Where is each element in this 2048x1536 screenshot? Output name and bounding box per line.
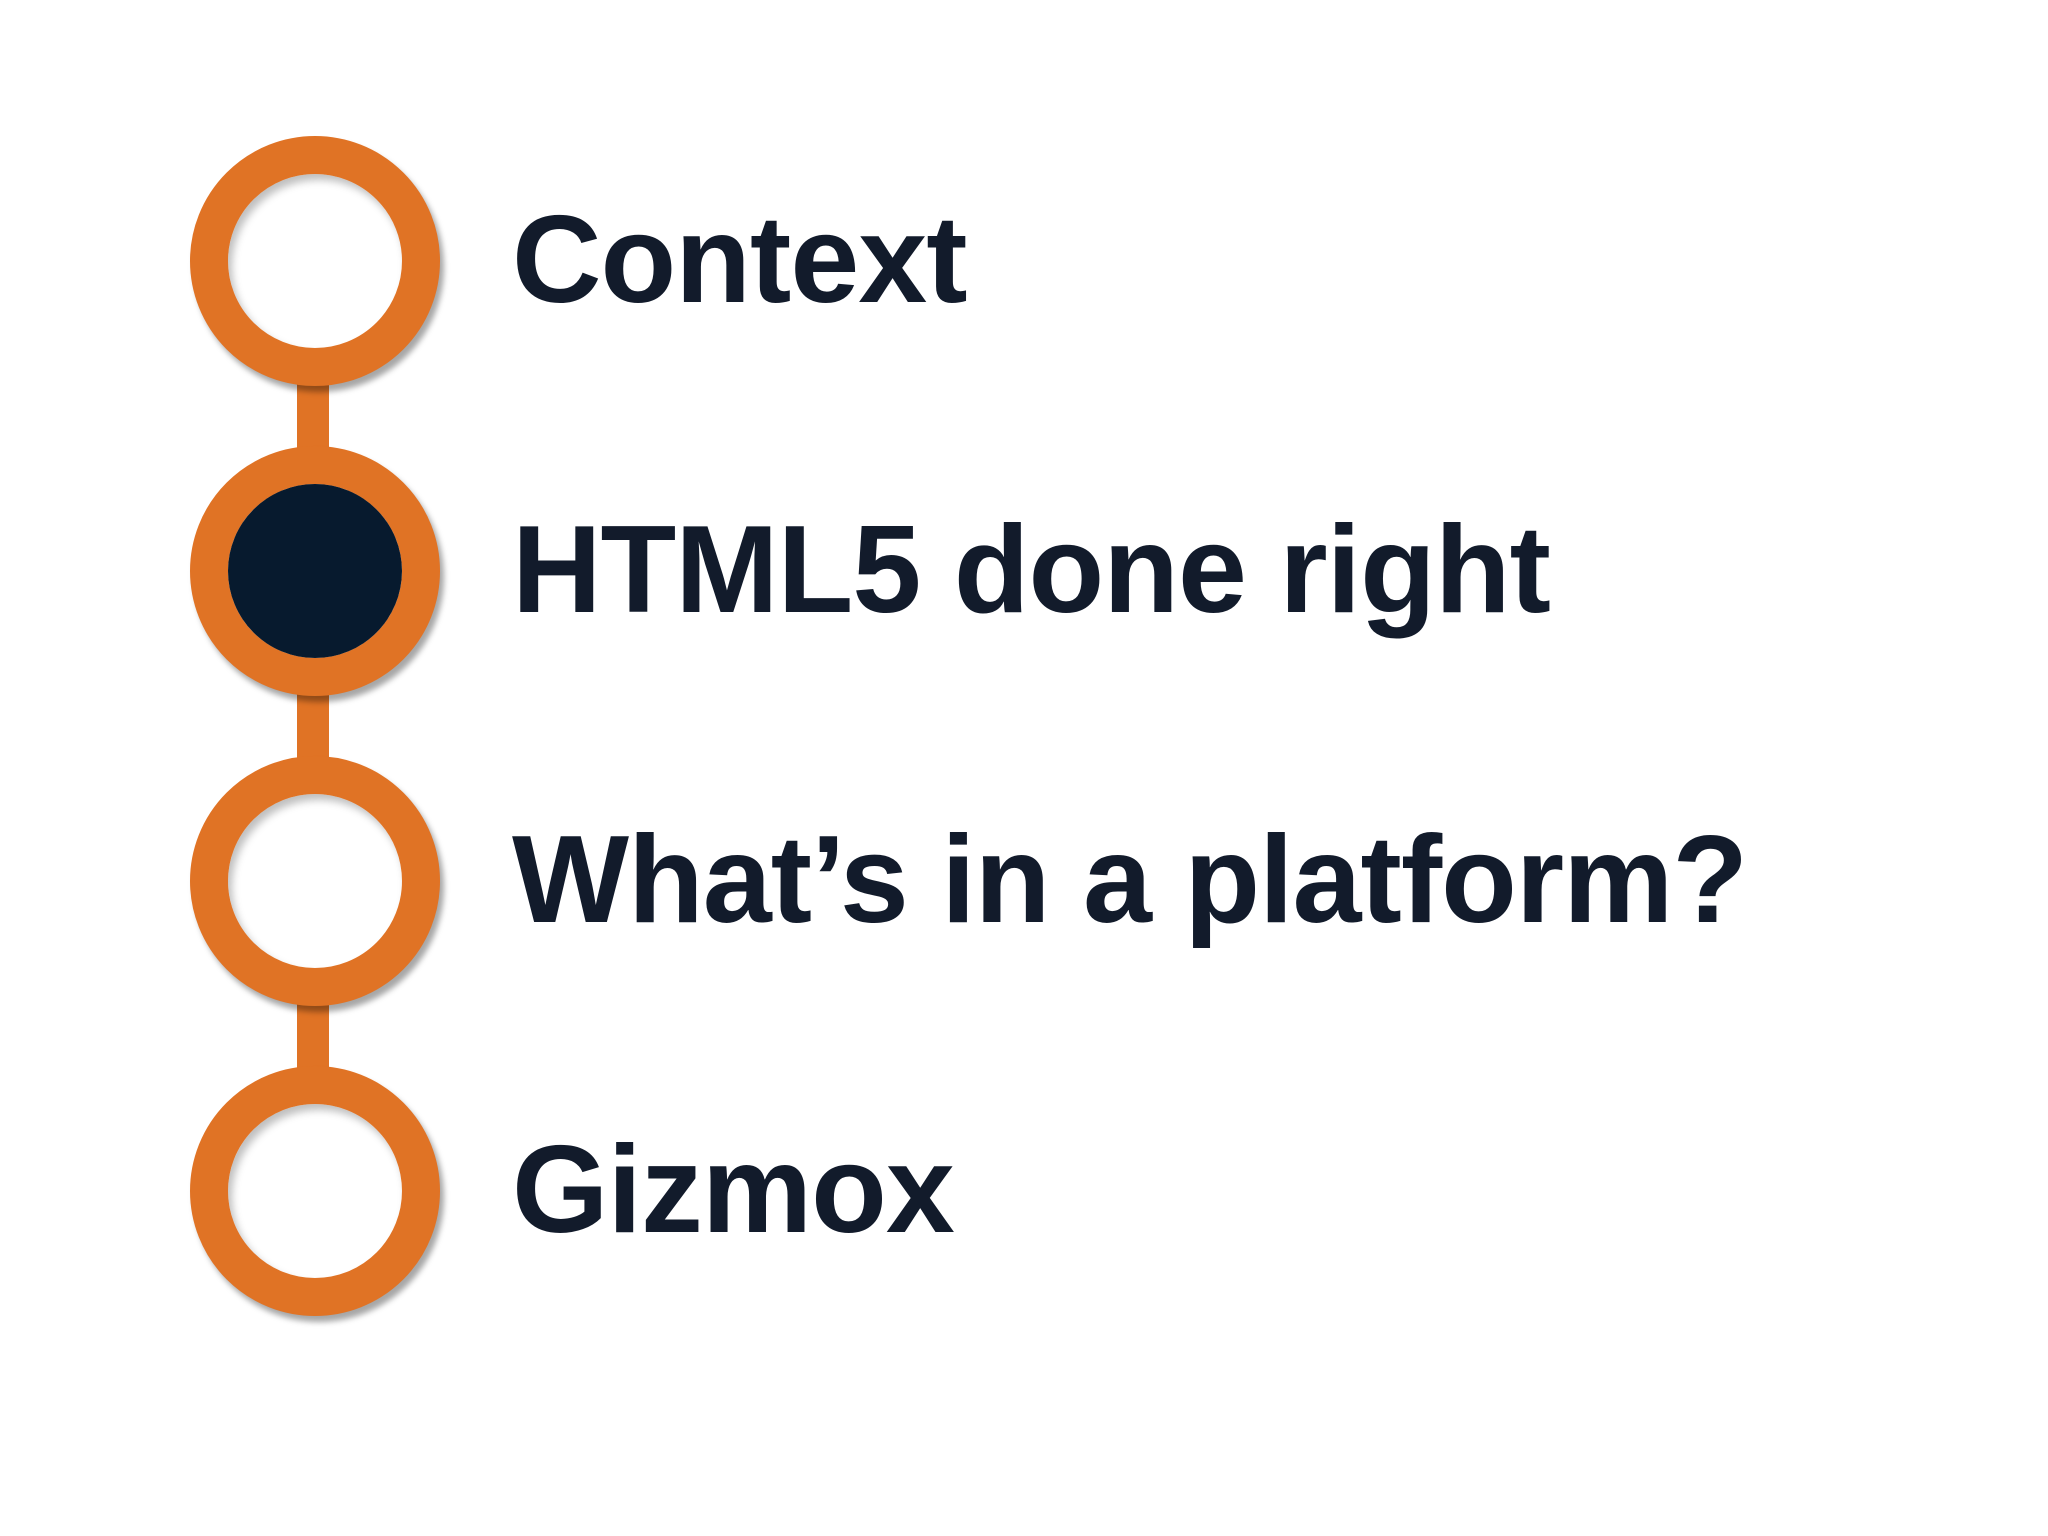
step-circle-platform — [190, 756, 440, 1006]
step-circle-html5-active — [190, 446, 440, 696]
step-circle-context — [190, 136, 440, 386]
agenda-item-whats-in-a-platform: What’s in a platform? — [512, 811, 1748, 949]
connector-2-3 — [297, 688, 329, 763]
step-circle-gizmox — [190, 1066, 440, 1316]
agenda-item-html5-done-right: HTML5 done right — [512, 501, 1551, 639]
connector-1-2 — [297, 378, 329, 453]
agenda-item-context: Context — [512, 191, 968, 329]
agenda-item-gizmox: Gizmox — [512, 1121, 955, 1259]
step-circle-active-fill — [228, 484, 402, 658]
